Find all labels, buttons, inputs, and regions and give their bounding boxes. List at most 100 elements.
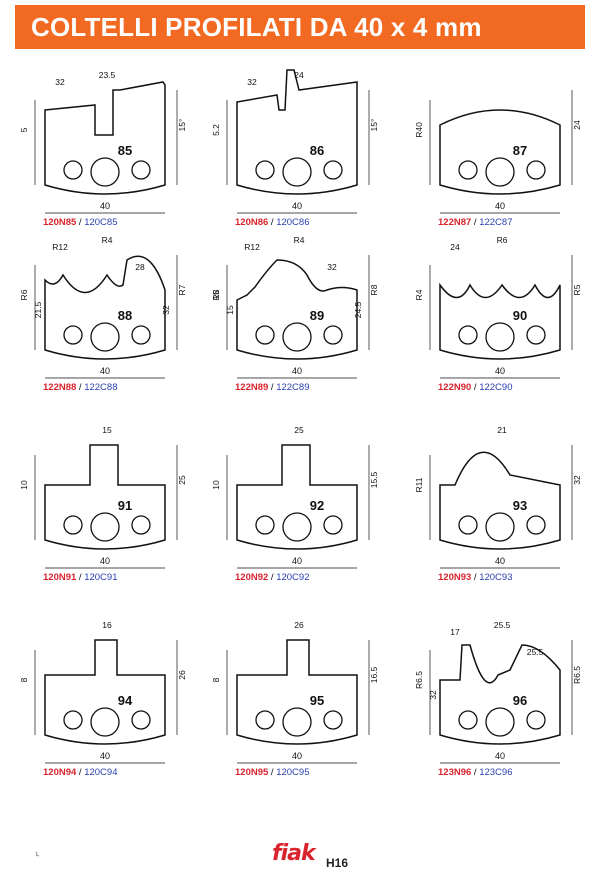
knife-number: 95 <box>310 693 324 708</box>
code-separator: / <box>471 572 479 583</box>
width-dimension: 40 <box>100 201 110 211</box>
mounting-hole <box>526 515 546 535</box>
dimension-label: 21 <box>497 425 507 435</box>
center-hole <box>90 512 120 542</box>
mounting-hole <box>323 160 343 180</box>
code-red: 120N85 <box>43 217 77 228</box>
dimension-label: 5.2 <box>211 124 221 136</box>
knife-code: 120N86 / 120C86 <box>235 217 309 228</box>
knife-number: 94 <box>118 693 133 708</box>
dimension-label: R4 <box>294 235 305 245</box>
code-separator: / <box>471 217 479 228</box>
footer-mark: ˪ <box>36 848 40 859</box>
knife-number: 89 <box>310 308 324 323</box>
dimension-label: 15 <box>102 425 112 435</box>
center-hole <box>282 157 312 187</box>
code-separator: / <box>268 217 276 228</box>
code-separator: / <box>268 767 276 778</box>
center-hole <box>282 322 312 352</box>
dimension-label: 17 <box>450 627 460 637</box>
code-red: 120N93 <box>438 572 471 583</box>
code-blue: 122C87 <box>479 217 512 228</box>
code-red: 123N96 <box>438 767 471 778</box>
knife-code: 120N85 / 120C85 <box>43 217 117 228</box>
code-separator: / <box>76 767 84 778</box>
knife-code: 122N88 / 122C88 <box>43 382 117 393</box>
knife-number: 92 <box>310 498 324 513</box>
mounting-hole <box>255 325 275 345</box>
mounting-hole <box>255 160 275 180</box>
width-dimension: 40 <box>100 556 110 566</box>
mounting-hole <box>458 325 478 345</box>
width-dimension: 40 <box>292 556 302 566</box>
code-separator: / <box>76 217 84 228</box>
page-header: COLTELLI PROFILATI DA 40 x 4 mm <box>15 5 585 49</box>
width-dimension: 40 <box>495 556 505 566</box>
center-hole <box>90 157 120 187</box>
mounting-hole <box>63 325 83 345</box>
code-separator: / <box>76 382 84 393</box>
knife-code: 120N92 / 120C92 <box>235 572 309 583</box>
center-hole <box>90 322 120 352</box>
code-blue: 122C89 <box>276 382 309 393</box>
dimension-label: 24 <box>572 120 582 130</box>
dimension-label: 32 <box>428 690 438 700</box>
dimension-label: 32 <box>161 305 171 315</box>
knife-outline <box>44 81 166 195</box>
mounting-hole <box>323 515 343 535</box>
page-code: H16 <box>326 856 349 870</box>
knife-outline <box>236 259 358 360</box>
width-dimension: 40 <box>292 751 302 761</box>
knife-number: 88 <box>118 308 132 323</box>
knife-outline <box>44 639 166 745</box>
code-separator: / <box>471 382 479 393</box>
dimension-label: 10 <box>19 480 29 490</box>
mounting-hole <box>255 515 275 535</box>
dimension-label: R12 <box>52 242 68 252</box>
code-blue: 120C91 <box>84 572 117 583</box>
mounting-hole <box>131 710 151 730</box>
center-hole <box>485 707 515 737</box>
dimension-label: 16.5 <box>369 666 379 683</box>
dimension-label: 25 <box>294 425 304 435</box>
dimension-label: R7 <box>177 284 187 295</box>
code-separator: / <box>268 572 276 583</box>
width-dimension: 40 <box>292 201 302 211</box>
dimension-label: 8 <box>19 677 29 682</box>
knife-outline <box>439 282 561 360</box>
knife-outline <box>236 444 358 550</box>
center-hole <box>282 512 312 542</box>
dimension-label: R5 <box>572 284 582 295</box>
mounting-hole <box>131 515 151 535</box>
code-red: 120N95 <box>235 767 269 778</box>
dimension-label: 32 <box>572 475 582 485</box>
code-red: 120N86 <box>235 217 268 228</box>
knife-number: 86 <box>310 143 324 158</box>
knife-code: 123N96 / 123C96 <box>438 767 512 778</box>
mounting-hole <box>255 710 275 730</box>
knife-number: 96 <box>513 693 527 708</box>
dimension-label: 24 <box>450 242 460 252</box>
code-red: 120N94 <box>43 767 77 778</box>
dimension-label: 8 <box>211 677 221 682</box>
knife-number: 91 <box>118 498 132 513</box>
dimension-label: R40 <box>414 122 424 138</box>
center-hole <box>485 322 515 352</box>
dimension-label: R12 <box>244 242 260 252</box>
page-title: COLTELLI PROFILATI DA 40 x 4 mm <box>31 12 482 42</box>
knife-code: 120N95 / 120C95 <box>235 767 309 778</box>
knife-outline <box>236 639 358 745</box>
dimension-label: 23.5 <box>99 70 116 80</box>
dimension-label: 28 <box>135 262 145 272</box>
dimension-label: 10 <box>211 480 221 490</box>
dimension-label: R6 <box>19 289 29 300</box>
